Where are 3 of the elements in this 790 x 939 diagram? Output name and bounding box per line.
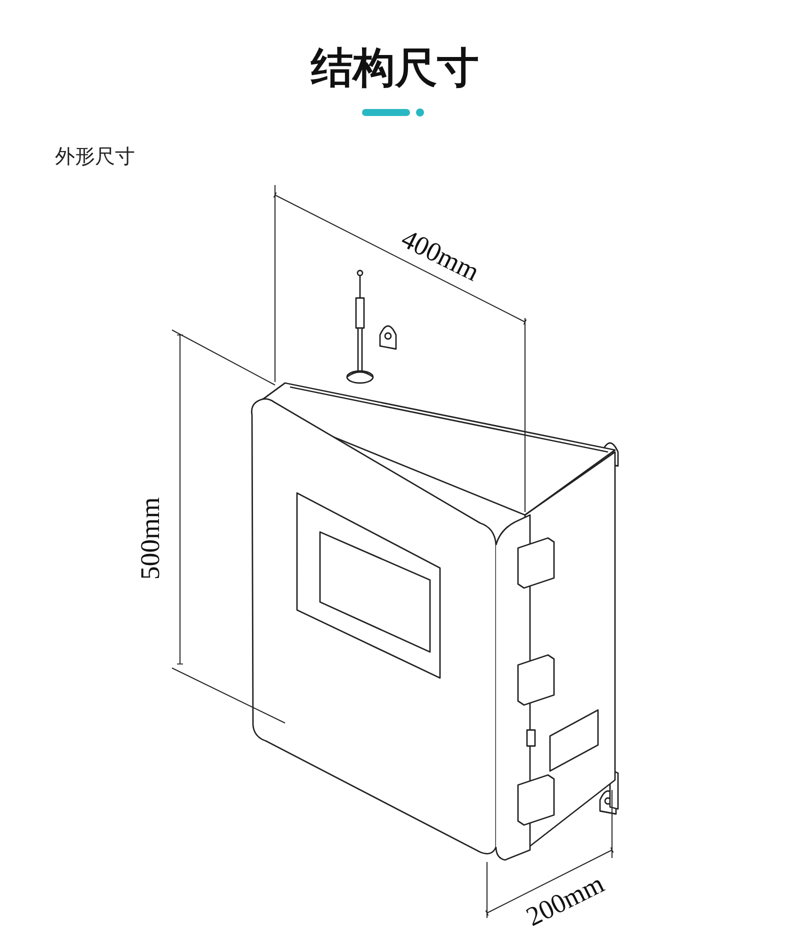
dimension-label: 500mm — [134, 496, 166, 580]
page-title: 结构尺寸 — [310, 42, 480, 94]
section-heading: 外形尺寸 — [55, 143, 135, 170]
